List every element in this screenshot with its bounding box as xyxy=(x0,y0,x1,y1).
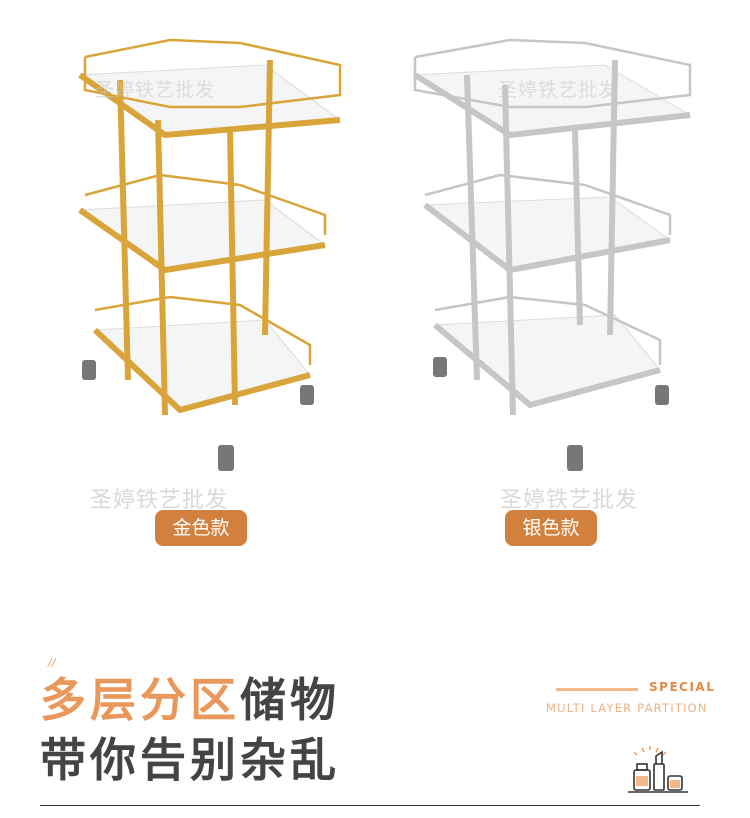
cart-wheels xyxy=(82,360,314,471)
watermark-gold-upper: 圣婷铁艺批发 xyxy=(95,79,216,101)
headline-rest: 储物 xyxy=(240,673,340,727)
headline-line-2: 带你告别杂乱 xyxy=(40,733,340,787)
product-display: 圣婷铁艺批发 圣婷铁艺批发 金色款 圣婷铁艺批发 圣婷铁艺批 xyxy=(78,38,692,546)
watermark-silver-upper: 圣婷铁艺批发 xyxy=(498,79,619,101)
headline-line-1: 多层分区储物 xyxy=(40,672,340,728)
cart-wheels xyxy=(433,357,669,471)
gold-cart-image xyxy=(78,38,342,471)
special-label: SPECIAL xyxy=(649,680,716,694)
watermark-silver: 圣婷铁艺批发 xyxy=(500,488,639,513)
cart-frame xyxy=(413,59,691,416)
cart-frame xyxy=(78,59,341,416)
watermark-gold: 圣婷铁艺批发 xyxy=(90,488,229,513)
special-dash xyxy=(556,688,638,691)
cosmetics-icon xyxy=(628,746,688,793)
silver-cart-image xyxy=(413,38,692,471)
headline-accent: 多层分区 xyxy=(40,673,240,727)
cart-rails xyxy=(83,38,342,365)
multi-layer-label: MULTI LAYER PARTITION xyxy=(546,701,708,715)
gold-label-badge: 金色款 xyxy=(155,510,247,546)
bottom-divider xyxy=(40,805,700,806)
cart-shelves xyxy=(413,64,692,406)
silver-label-badge: 银色款 xyxy=(505,510,597,546)
cart-rails xyxy=(413,38,692,365)
decorative-slashes: // xyxy=(48,656,56,669)
